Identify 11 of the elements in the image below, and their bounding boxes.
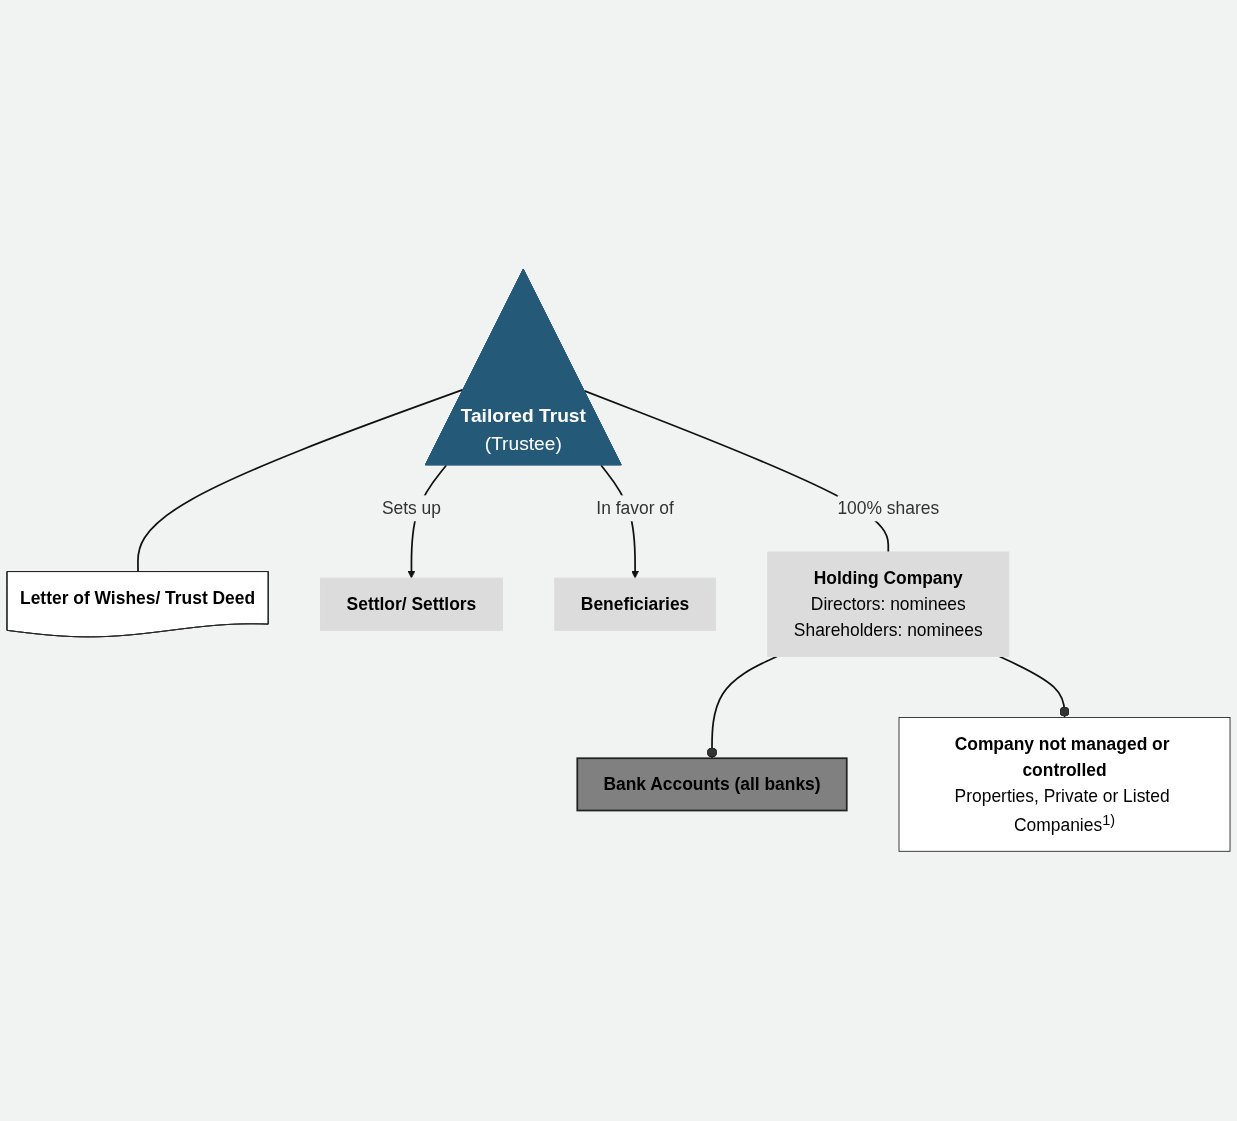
connector xyxy=(998,655,1070,719)
node-box: Beneficiaries xyxy=(554,578,716,632)
edge-label: 100% shares xyxy=(837,499,940,519)
connector xyxy=(706,655,778,760)
connector xyxy=(583,390,890,554)
edge-label: In favor of xyxy=(596,499,674,519)
node-box: Bank Accounts (all banks) xyxy=(576,757,848,812)
node-box: Holding Company Directors: nominees Shareholders: nominees xyxy=(767,551,1010,658)
node-box: Company not managed or controlled Properties, Private or Listed Companies$^{1)}$ xyxy=(898,717,1231,853)
edge-label: Sets up xyxy=(381,499,441,519)
node-box: Settlor/ Settlors xyxy=(320,578,503,632)
